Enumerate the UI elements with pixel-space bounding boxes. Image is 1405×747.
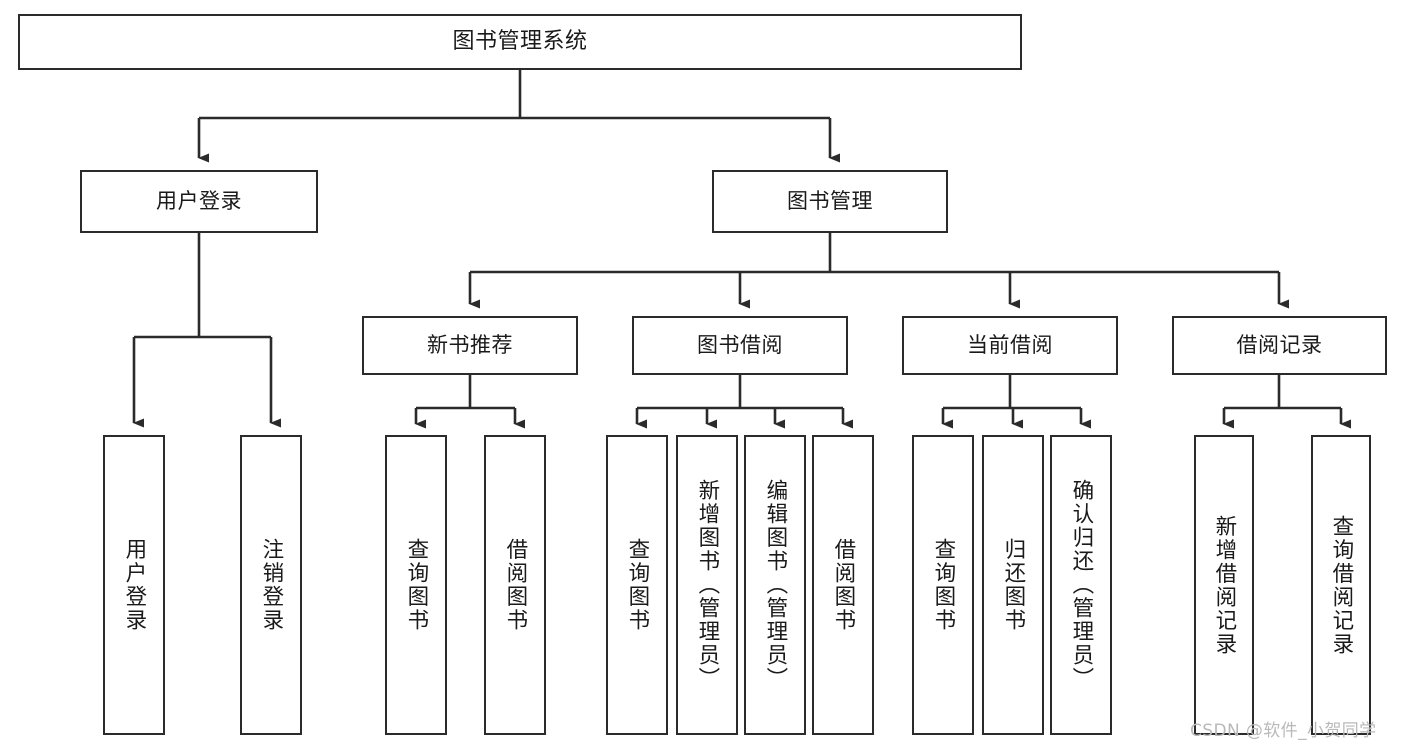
node-leaf-logout-label: 注销登录 (258, 538, 284, 632)
node-leaf-borrow-book-2[interactable]: 借阅图书 (812, 435, 874, 735)
node-book-manage-label: 图书管理 (787, 189, 873, 214)
node-leaf-query-book-1-label: 查询图书 (403, 538, 429, 632)
node-leaf-logout[interactable]: 注销登录 (240, 435, 302, 735)
node-leaf-add-record[interactable]: 新增借阅记录 (1194, 435, 1254, 735)
node-leaf-add-book[interactable]: 新增图书（管理员） (676, 435, 738, 735)
node-new-book-rec-label: 新书推荐 (427, 333, 513, 358)
node-leaf-query-book-3-label: 查询图书 (930, 538, 956, 632)
node-borrow-record[interactable]: 借阅记录 (1172, 316, 1387, 375)
node-leaf-add-record-label: 新增借阅记录 (1211, 514, 1237, 656)
node-leaf-query-record-label: 查询借阅记录 (1328, 514, 1354, 656)
node-root-label: 图书管理系统 (452, 29, 588, 55)
node-leaf-confirm-return-label: 确认归还（管理员） (1068, 479, 1094, 691)
node-book-manage[interactable]: 图书管理 (712, 170, 948, 233)
node-leaf-borrow-book-1-label: 借阅图书 (502, 538, 528, 632)
node-leaf-confirm-return[interactable]: 确认归还（管理员） (1050, 435, 1112, 735)
node-book-borrow[interactable]: 图书借阅 (632, 316, 848, 375)
node-leaf-edit-book[interactable]: 编辑图书（管理员） (744, 435, 806, 735)
node-leaf-add-book-label: 新增图书（管理员） (694, 479, 720, 691)
node-leaf-query-book-2[interactable]: 查询图书 (606, 435, 668, 735)
node-current-borrow[interactable]: 当前借阅 (902, 316, 1118, 375)
node-new-book-rec[interactable]: 新书推荐 (362, 316, 578, 375)
node-leaf-query-book-3[interactable]: 查询图书 (912, 435, 974, 735)
node-leaf-user-login-label: 用户登录 (121, 538, 147, 632)
node-leaf-return-book[interactable]: 归还图书 (982, 435, 1044, 735)
node-borrow-record-label: 借阅记录 (1236, 333, 1323, 358)
node-leaf-borrow-book-2-label: 借阅图书 (830, 538, 856, 632)
node-leaf-return-book-label: 归还图书 (1000, 538, 1026, 632)
node-leaf-query-book-2-label: 查询图书 (624, 538, 650, 632)
node-user-login[interactable]: 用户登录 (80, 170, 318, 233)
node-leaf-edit-book-label: 编辑图书（管理员） (762, 479, 788, 691)
node-leaf-borrow-book-1[interactable]: 借阅图书 (484, 435, 546, 735)
node-root[interactable]: 图书管理系统 (18, 14, 1022, 70)
node-leaf-user-login[interactable]: 用户登录 (103, 435, 165, 735)
node-book-borrow-label: 图书借阅 (697, 333, 783, 358)
node-leaf-query-book-1[interactable]: 查询图书 (385, 435, 447, 735)
node-user-login-label: 用户登录 (156, 189, 242, 214)
node-leaf-query-record[interactable]: 查询借阅记录 (1311, 435, 1371, 735)
node-current-borrow-label: 当前借阅 (967, 333, 1053, 358)
